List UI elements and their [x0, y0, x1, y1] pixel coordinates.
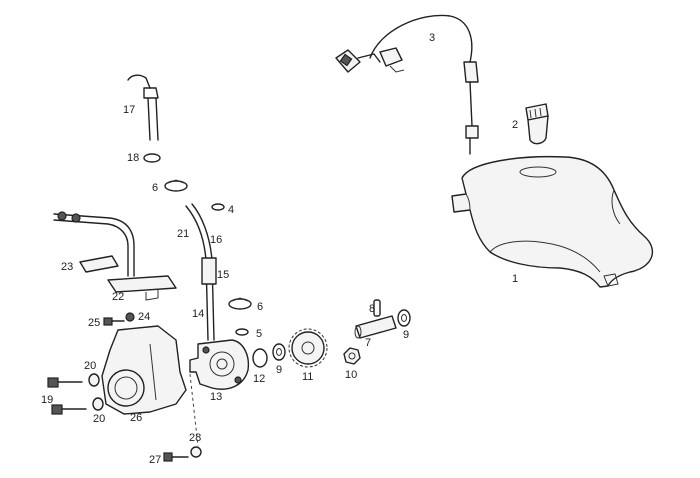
callout-1: 1 — [512, 273, 518, 285]
drive-shaft — [354, 315, 397, 339]
callout-16: 16 — [210, 234, 222, 246]
drive-gear — [288, 328, 328, 368]
callout-23: 23 — [61, 261, 73, 273]
engine-side-cover — [101, 325, 187, 415]
oil-pump — [189, 339, 250, 390]
nut-small — [125, 312, 135, 322]
callout-9-right: 9 — [403, 329, 409, 341]
assembly-line — [189, 373, 199, 447]
small-clip-lower — [235, 328, 249, 336]
hose-clip — [143, 153, 161, 163]
callout-20-upper: 20 — [84, 360, 96, 372]
callout-25: 25 — [88, 317, 100, 329]
callout-11: 11 — [302, 371, 313, 383]
nut — [343, 347, 361, 365]
callout-22: 22 — [112, 291, 124, 303]
washer-bottom — [190, 446, 202, 458]
oil-hose-elbow — [127, 74, 159, 141]
callout-24: 24 — [138, 311, 150, 323]
callout-2: 2 — [512, 119, 518, 131]
callout-13: 13 — [210, 391, 222, 403]
hose-clamp-lower — [228, 297, 252, 310]
oil-level-sensor-cable — [335, 14, 479, 155]
callout-19: 19 — [41, 394, 53, 406]
callout-15: 15 — [217, 269, 229, 281]
callout-3: 3 — [429, 32, 435, 44]
callout-14: 14 — [192, 308, 204, 320]
callout-20-lower: 20 — [93, 413, 105, 425]
callout-6-lower: 6 — [257, 301, 263, 313]
callout-17: 17 — [123, 104, 135, 116]
o-ring — [252, 348, 268, 368]
callout-10: 10 — [345, 369, 357, 381]
filler-cap — [525, 103, 549, 145]
screw-small — [103, 317, 125, 326]
callout-9-left: 9 — [276, 364, 282, 376]
bolt-bottom — [163, 452, 189, 462]
callout-18: 18 — [127, 152, 139, 164]
washer-left — [272, 343, 286, 361]
bolt-upper — [47, 377, 83, 388]
callout-labels: 1 2 3 4 5 6 6 7 8 9 9 10 11 12 13 14 15 … — [41, 32, 518, 466]
hose-clamp-upper — [164, 179, 188, 192]
callout-12: 12 — [253, 373, 265, 385]
small-clip-upper — [211, 203, 225, 211]
callout-4: 4 — [228, 204, 234, 216]
oil-tank — [451, 155, 654, 288]
callout-7: 7 — [365, 337, 371, 349]
callout-28: 28 — [189, 432, 201, 444]
callout-21: 21 — [177, 228, 189, 240]
washer-right — [397, 309, 411, 327]
cable-bracket — [53, 211, 177, 301]
pin — [373, 299, 381, 317]
rubber-block — [79, 255, 119, 273]
callout-26: 26 — [130, 412, 142, 424]
callout-6-upper: 6 — [152, 182, 158, 194]
washer-lower — [92, 397, 104, 411]
bolt-lower — [51, 404, 87, 415]
callout-27: 27 — [149, 454, 161, 466]
washer-upper — [88, 373, 100, 387]
callout-8: 8 — [369, 303, 375, 315]
oil-pump-hose — [185, 203, 217, 341]
callout-5: 5 — [256, 328, 262, 340]
